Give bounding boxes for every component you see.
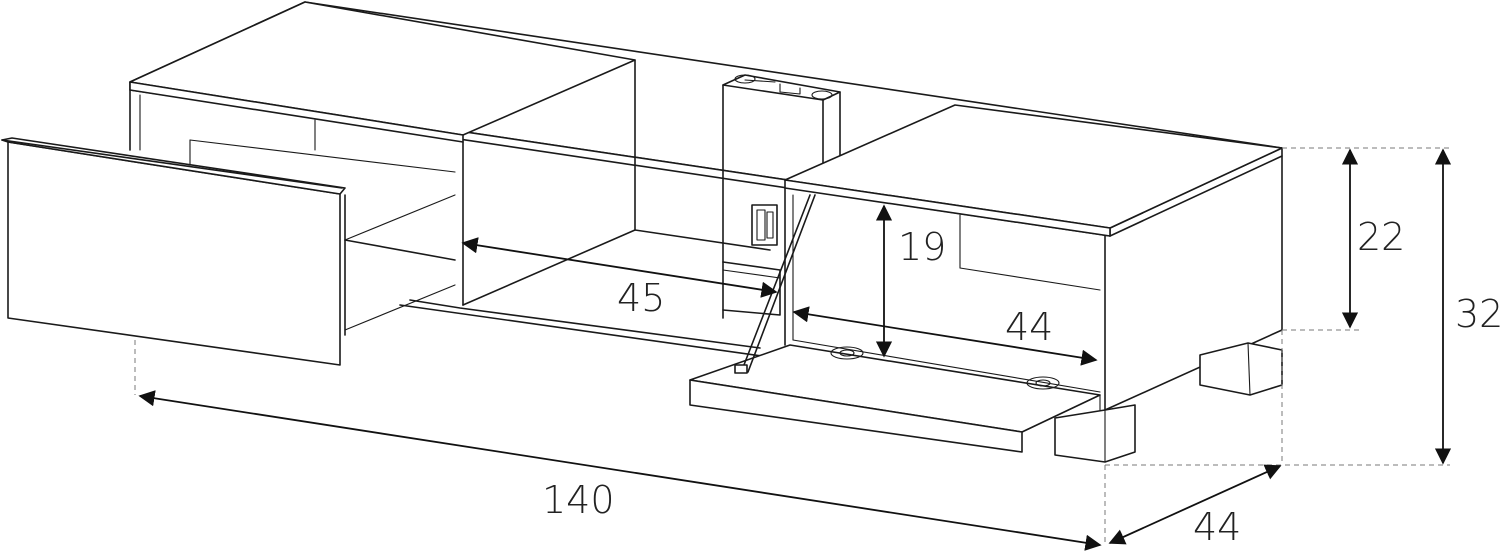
label-left-inner-width: 45 — [617, 276, 665, 320]
dimension-arrows — [138, 148, 1452, 551]
feet — [1054, 342, 1283, 463]
dim-depth-arrow — [1108, 464, 1282, 545]
drawer-front — [7, 141, 341, 366]
dim-width-arrow — [138, 390, 1102, 551]
label-width: 140 — [542, 478, 615, 522]
label-right-inner-width: 44 — [1005, 305, 1053, 349]
label-height-cabinet: 22 — [1357, 215, 1405, 259]
label-depth: 44 — [1193, 505, 1241, 549]
dim-left-inner-arrow — [461, 237, 778, 298]
left-drawer-compartment — [1, 1, 636, 366]
label-right-inner-height: 19 — [898, 225, 946, 269]
label-height-total: 32 — [1455, 292, 1500, 336]
dimension-labels: 140 44 32 22 45 19 44 — [542, 215, 1500, 549]
dim-right-inner-arrow — [792, 306, 1098, 366]
